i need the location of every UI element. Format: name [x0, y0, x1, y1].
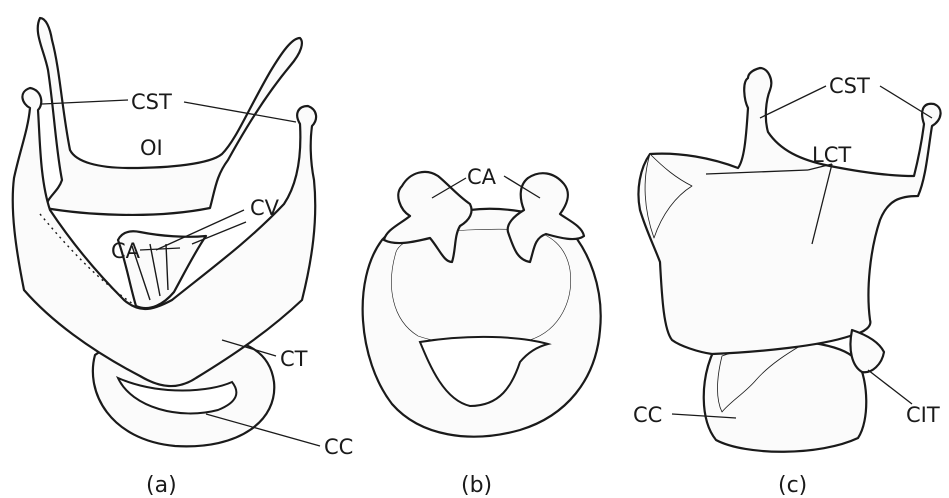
panel-c: CST LCT CC CIT (c): [633, 68, 941, 498]
panel-a-cv-leader-2: [192, 222, 246, 244]
panel-a: CST OI CV CA CT CC (a): [13, 18, 354, 498]
panel-c-thyroid-cartilage: [638, 68, 940, 372]
panel-a-label-cc: CC: [324, 435, 353, 459]
panel-a-label-ct: CT: [280, 347, 308, 371]
panel-a-label-cst: CST: [131, 90, 172, 114]
panel-b-caption: (b): [461, 473, 492, 498]
panel-c-label-lct: LCT: [812, 143, 851, 167]
panel-b: CA (b): [363, 165, 601, 498]
panel-b-label-ca: CA: [467, 165, 497, 189]
panel-c-label-cc: CC: [633, 403, 662, 427]
panel-a-label-cv: CV: [250, 196, 280, 220]
panel-a-label-oi: OI: [140, 136, 163, 160]
panel-a-caption: (a): [146, 473, 177, 498]
panel-c-label-cit: CIT: [906, 403, 940, 427]
panel-c-cst-leader-right: [880, 86, 932, 118]
panel-c-cricoid-cartilage: [704, 340, 867, 452]
panel-a-cst-leader-right: [184, 102, 296, 122]
panel-c-label-cst: CST: [829, 74, 870, 98]
panel-c-caption: (c): [778, 473, 807, 498]
panel-c-cit-leader: [868, 370, 912, 404]
panel-a-label-ca: CA: [111, 239, 141, 263]
